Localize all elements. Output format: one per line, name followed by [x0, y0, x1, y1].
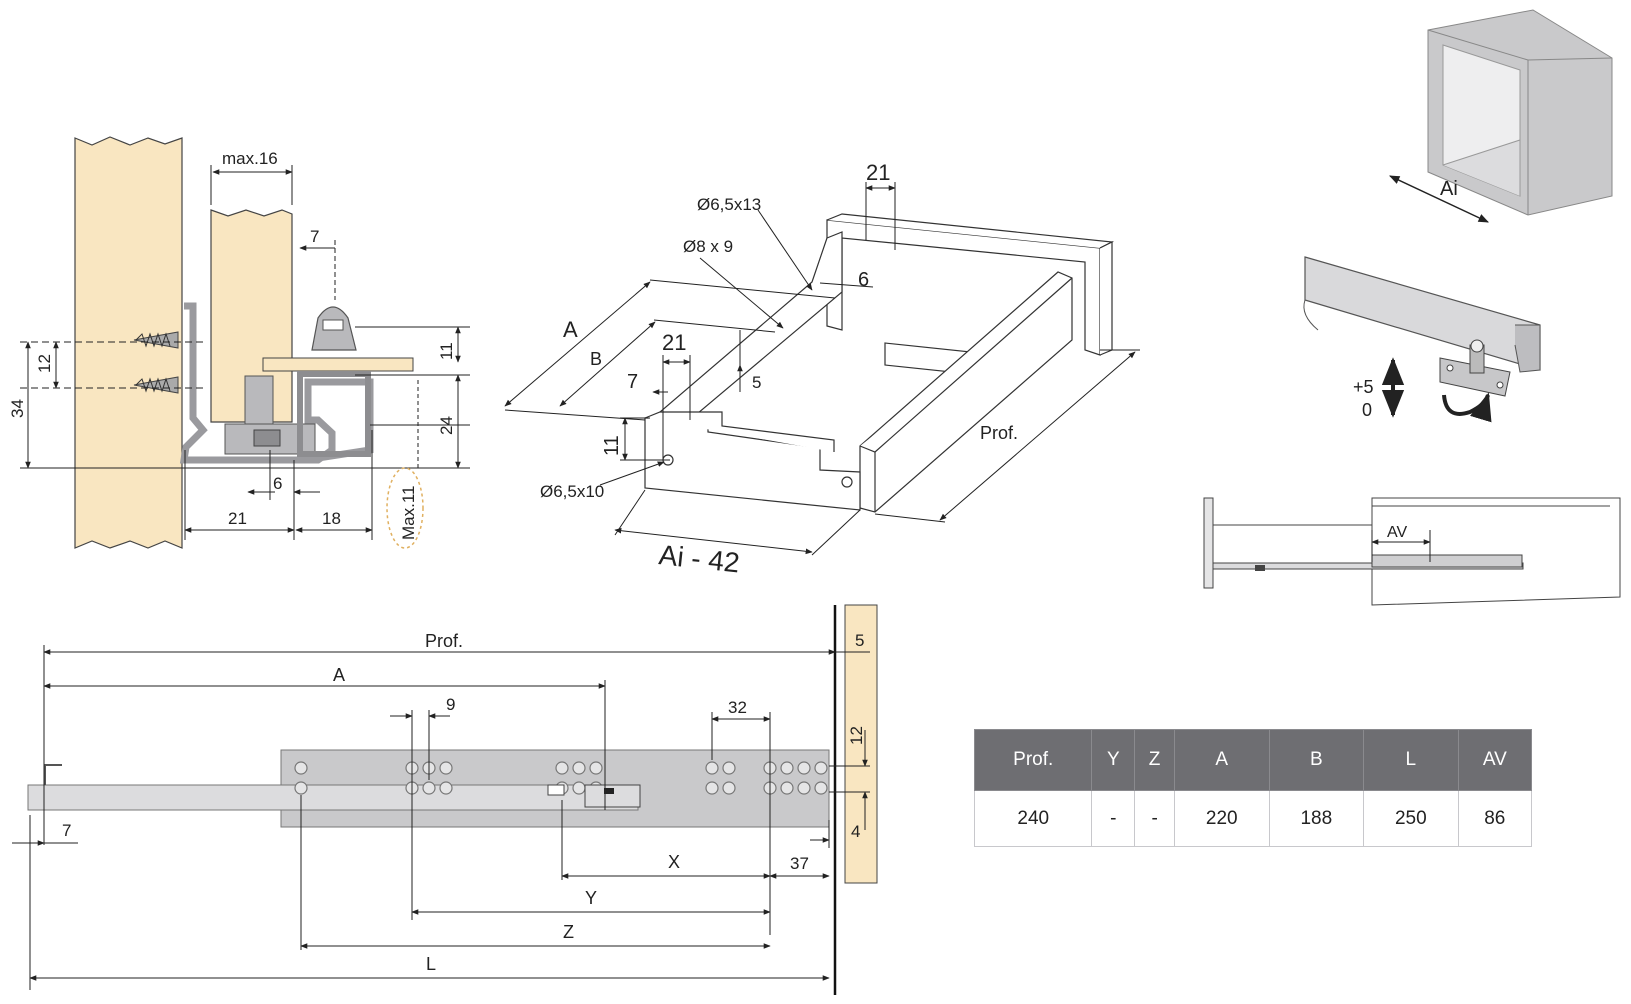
rail-elevation-view: Prof. A 9 32 5 12 4 7 37 X Y Z L [12, 604, 878, 995]
drawer-iso-dimensions [504, 182, 1140, 556]
dim-7: 7 [310, 227, 319, 246]
dim-11: 11 [437, 342, 456, 360]
dim-24: 24 [437, 416, 456, 435]
av-detail: AV [1203, 497, 1621, 606]
spec-header-a: A [1174, 729, 1270, 791]
drawer-front-board [844, 604, 878, 884]
dim-34: 34 [8, 399, 27, 418]
max11-highlight [386, 467, 424, 549]
spec-cell-b: 188 [1268, 790, 1365, 847]
inner-runner [27, 784, 639, 811]
runner-profile [179, 302, 374, 464]
dim-A-rail: A [333, 665, 345, 685]
dim-5-iso: 5 [752, 373, 761, 392]
dim-Z: Z [563, 922, 574, 942]
dim-21-top: 21 [866, 160, 890, 185]
av-label: AV [1387, 524, 1407, 541]
dim-L: L [426, 954, 436, 974]
cabinet-panel [74, 136, 183, 549]
spec-table: Prof. Y Z A B L AV 240 - - 220 188 250 8… [973, 729, 1533, 847]
cabinet-box-icon: Ai [1389, 9, 1613, 223]
cabinet-ai-label: Ai [1440, 178, 1458, 200]
dim-ai-42: Ai - 42 [657, 539, 741, 578]
dim-9: 9 [446, 695, 455, 714]
spec-header-y: Y [1091, 729, 1136, 791]
table-row: 240 - - 220 188 250 86 [973, 790, 1533, 847]
dim-21-mid: 21 [662, 330, 686, 355]
dim-B-iso: B [590, 349, 602, 369]
adjust-plus-label: +5 [1353, 377, 1374, 397]
dim-4-rail: 4 [851, 822, 860, 841]
spec-cell-y: - [1091, 790, 1136, 847]
adjust-zero-label: 0 [1362, 400, 1372, 420]
hole-8x9-label: Ø8 x 9 [683, 237, 733, 256]
dim-32: 32 [728, 698, 747, 717]
spec-cell-z: - [1134, 790, 1175, 847]
spec-cell-av: 86 [1457, 790, 1533, 847]
dim-7-iso: 7 [627, 371, 638, 393]
dim-max11: Max.11 [399, 486, 418, 541]
drawer-bottom [262, 357, 414, 372]
spec-header-b: B [1268, 729, 1365, 791]
dim-max16: max.16 [222, 149, 278, 168]
hole-6-5x10-label: Ø6,5x10 [540, 482, 604, 501]
dim-12: 12 [35, 354, 54, 373]
spec-cell-prof: 240 [973, 790, 1093, 847]
dim-X: X [668, 852, 680, 872]
spec-header-av: AV [1457, 729, 1533, 791]
dim-6-iso: 6 [858, 269, 869, 291]
spec-header-z: Z [1134, 729, 1175, 791]
dim-Y: Y [585, 888, 597, 908]
spec-cell-a: 220 [1174, 790, 1270, 847]
dim-prof-iso: Prof. [980, 423, 1018, 443]
side-section-view: max.16 7 12 34 11 24 6 21 18 Max.11 [8, 136, 470, 549]
height-adjuster-detail: +5 0 [1303, 256, 1541, 423]
dim-6: 6 [273, 474, 282, 493]
spec-header-l: L [1363, 729, 1459, 791]
dim-prof-rail: Prof. [425, 631, 463, 651]
dim-21: 21 [228, 509, 247, 528]
screw-icon [133, 376, 179, 394]
spec-cell-l: 250 [1363, 790, 1459, 847]
screw-icon [133, 331, 179, 349]
dim-12-rail: 12 [847, 726, 866, 745]
dim-11-iso: 11 [601, 435, 623, 456]
spec-table-header-row: Prof. Y Z A B L AV [973, 729, 1533, 791]
dim-7-rail: 7 [62, 821, 71, 840]
dim-37: 37 [790, 854, 809, 873]
spec-header-prof: Prof. [973, 729, 1093, 791]
dim-18: 18 [322, 509, 341, 528]
rotate-arrow-icon [1442, 392, 1492, 423]
dim-5-rail: 5 [855, 631, 864, 650]
drawer-isometric-view [644, 213, 1115, 513]
dim-A-iso: A [563, 317, 578, 342]
hole-6-5x13-label: Ø6,5x13 [697, 195, 761, 214]
